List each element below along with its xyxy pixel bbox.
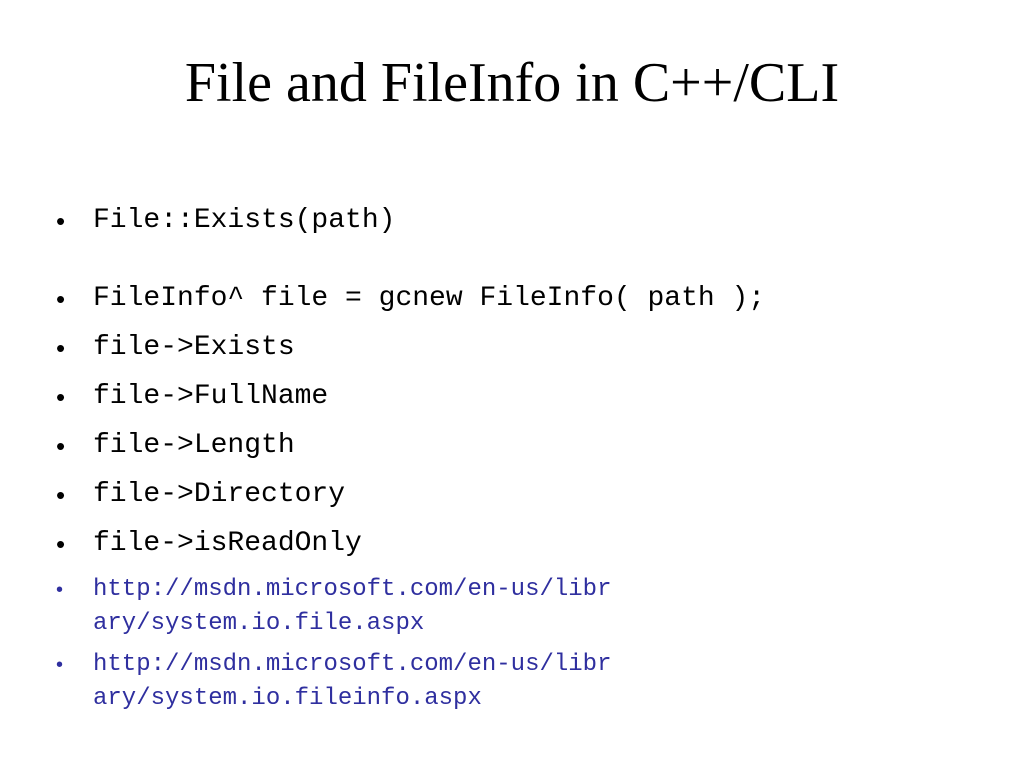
- code-line: File::Exists(path): [93, 205, 396, 236]
- code-line: file->Directory: [93, 479, 346, 510]
- list-item: • file->Length: [56, 430, 996, 462]
- bullet-icon: •: [56, 480, 66, 510]
- msdn-file-link[interactable]: http://msdn.microsoft.com/en-us/library/…: [93, 576, 612, 637]
- list-item: • FileInfo^ file = gcnew FileInfo( path …: [56, 283, 996, 315]
- code-line: file->Length: [93, 430, 295, 461]
- bullet-icon: •: [56, 579, 64, 601]
- list-item: • http://msdn.microsoft.com/en-us/librar…: [56, 648, 996, 716]
- bullet-icon: •: [56, 529, 66, 559]
- slide-title: File and FileInfo in C++/CLI: [184, 52, 840, 114]
- code-line: file->isReadOnly: [93, 528, 362, 559]
- msdn-fileinfo-link[interactable]: http://msdn.microsoft.com/en-us/library/…: [93, 651, 612, 712]
- code-line: file->FullName: [93, 381, 329, 412]
- list-item: • file->Exists: [56, 332, 996, 364]
- code-line: file->Exists: [93, 332, 295, 363]
- list-item: • http://msdn.microsoft.com/en-us/librar…: [56, 573, 996, 641]
- bullet-icon: •: [56, 333, 66, 363]
- bullet-icon: •: [56, 206, 66, 236]
- list-item: • File::Exists(path): [56, 205, 996, 237]
- code-line: FileInfo^ file = gcnew FileInfo( path );: [93, 283, 766, 314]
- list-item: • file->isReadOnly: [56, 528, 996, 560]
- bullet-icon: •: [56, 431, 66, 461]
- bullet-icon: •: [56, 284, 66, 314]
- bullet-icon: •: [56, 382, 66, 412]
- bullet-icon: •: [56, 654, 64, 676]
- list-item: • file->FullName: [56, 381, 996, 413]
- list-item: • file->Directory: [56, 479, 996, 511]
